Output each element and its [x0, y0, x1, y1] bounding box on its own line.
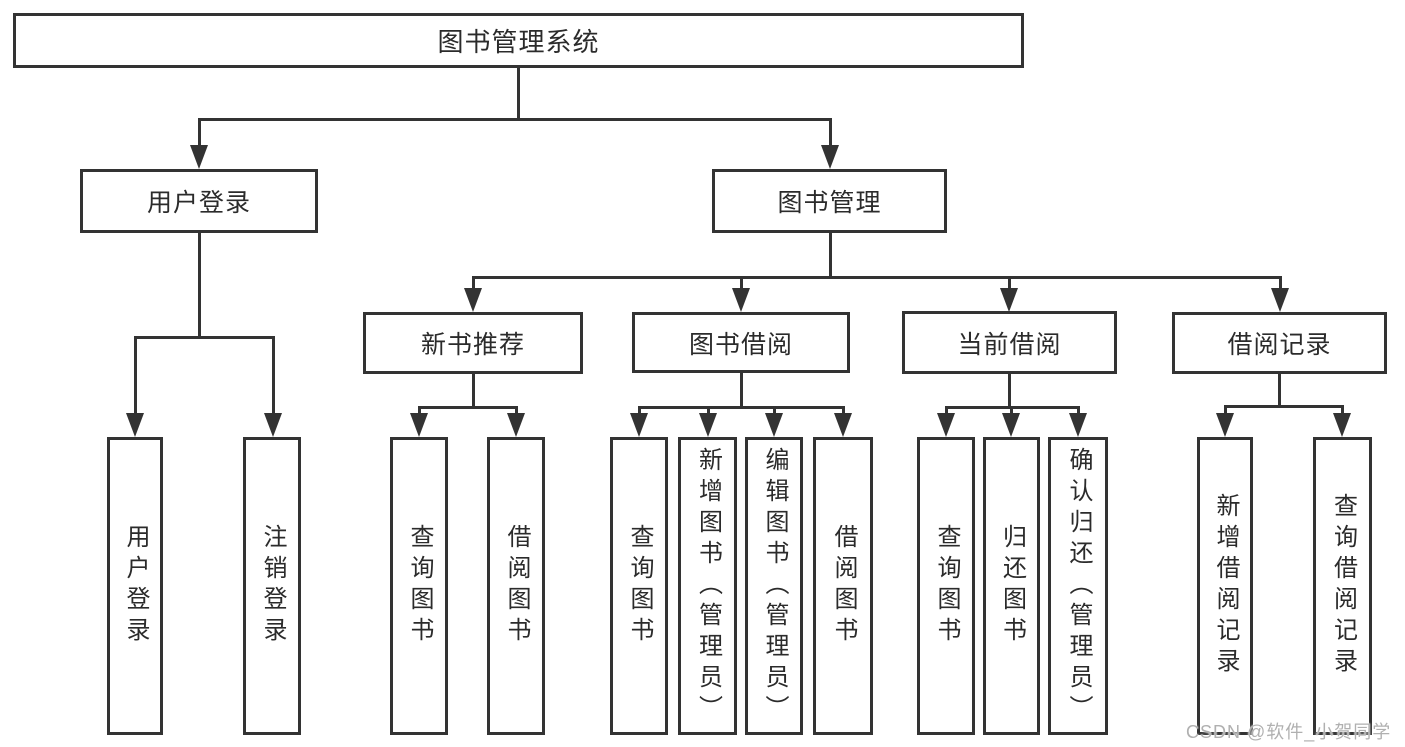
- leaf-query-borrow-record-label: 查询借阅记录: [1329, 493, 1357, 679]
- leaf-query-book-current-label: 查询图书: [933, 524, 960, 648]
- leaf-user-login-label: 用户登录: [122, 524, 149, 648]
- node-new-book-recommend: 新书推荐: [363, 312, 583, 374]
- leaf-edit-book-admin: 编辑图书（管理员）: [745, 437, 803, 735]
- arrow-to-new-book-recommend: [464, 288, 482, 312]
- csdn-watermark: CSDN @软件_小贺同学: [1186, 722, 1392, 742]
- leaf-add-borrow-record-label: 新增借阅记录: [1212, 493, 1239, 679]
- node-book-borrowing: 图书借阅: [632, 312, 850, 373]
- leaf-add-book-admin: 新增图书（管理员）: [678, 437, 737, 735]
- leaf-query-book-borrowing-label: 查询图书: [626, 524, 653, 648]
- node-borrowing-records: 借阅记录: [1172, 312, 1387, 374]
- leaf-add-book-admin-label: 新增图书（管理员）: [694, 446, 722, 726]
- leaf-user-login: 用户登录: [107, 437, 163, 735]
- leaf-query-book-borrowing: 查询图书: [610, 437, 668, 735]
- arrow-to-user-login: [190, 145, 208, 169]
- leaf-query-book-recommend: 查询图书: [390, 437, 448, 735]
- leaf-borrow-book-label: 借阅图书: [830, 524, 857, 648]
- arrow-to-current-borrowing: [1000, 288, 1018, 312]
- node-book-management: 图书管理: [712, 169, 947, 233]
- arrow-to-borrowing-records: [1271, 288, 1289, 312]
- leaf-borrow-book: 借阅图书: [813, 437, 873, 735]
- node-current-borrowing: 当前借阅: [902, 311, 1117, 374]
- leaf-return-book-label: 归还图书: [998, 524, 1026, 648]
- leaf-confirm-return-admin-label: 确认归还（管理员）: [1065, 446, 1092, 726]
- leaf-add-borrow-record: 新增借阅记录: [1197, 437, 1253, 735]
- arrow-to-leaf-logout: [264, 413, 282, 437]
- leaf-query-book-current: 查询图书: [917, 437, 975, 735]
- leaf-confirm-return-admin: 确认归还（管理员）: [1048, 437, 1108, 735]
- arrow-to-leaf-user-login: [126, 413, 144, 437]
- arrow-to-book-management: [821, 145, 839, 169]
- node-root-library-system: 图书管理系统: [13, 13, 1024, 68]
- leaf-edit-book-admin-label: 编辑图书（管理员）: [761, 446, 788, 726]
- leaf-query-borrow-record: 查询借阅记录: [1313, 437, 1372, 735]
- leaf-logout: 注销登录: [243, 437, 301, 735]
- node-user-login: 用户登录: [80, 169, 318, 233]
- leaf-borrow-book-recommend: 借阅图书: [487, 437, 545, 735]
- leaf-borrow-book-recommend-label: 借阅图书: [503, 524, 530, 648]
- leaf-return-book: 归还图书: [983, 437, 1040, 735]
- leaf-query-book-recommend-label: 查询图书: [406, 524, 433, 648]
- leaf-logout-label: 注销登录: [259, 524, 286, 648]
- arrow-to-book-borrowing: [732, 288, 750, 312]
